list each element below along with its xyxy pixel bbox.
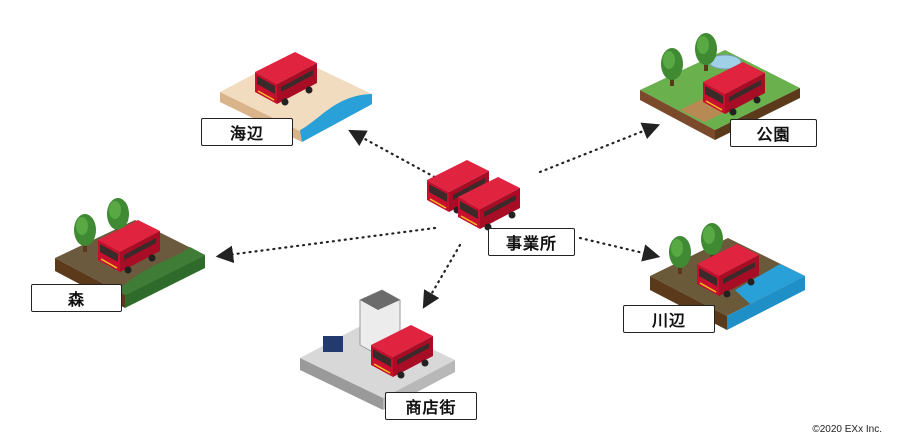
arrow-to-forest <box>215 226 437 264</box>
beach-illustration <box>220 51 372 142</box>
copyright-text: ©2020 EXx Inc. <box>812 424 882 435</box>
label-hub: 事業所 <box>488 228 575 256</box>
arrow-to-beach <box>348 129 442 182</box>
hub-illustration <box>426 159 521 232</box>
park-illustration <box>640 33 800 140</box>
arrow-to-park <box>538 122 661 174</box>
label-beach: 海辺 <box>201 118 293 146</box>
arrow-to-river <box>578 236 661 262</box>
label-park: 公園 <box>730 119 817 147</box>
label-shopping: 商店街 <box>385 392 477 420</box>
connection-arrows <box>215 122 661 309</box>
label-river: 川辺 <box>623 305 715 333</box>
label-forest: 森 <box>31 284 122 312</box>
arrow-to-shopping <box>422 243 462 309</box>
